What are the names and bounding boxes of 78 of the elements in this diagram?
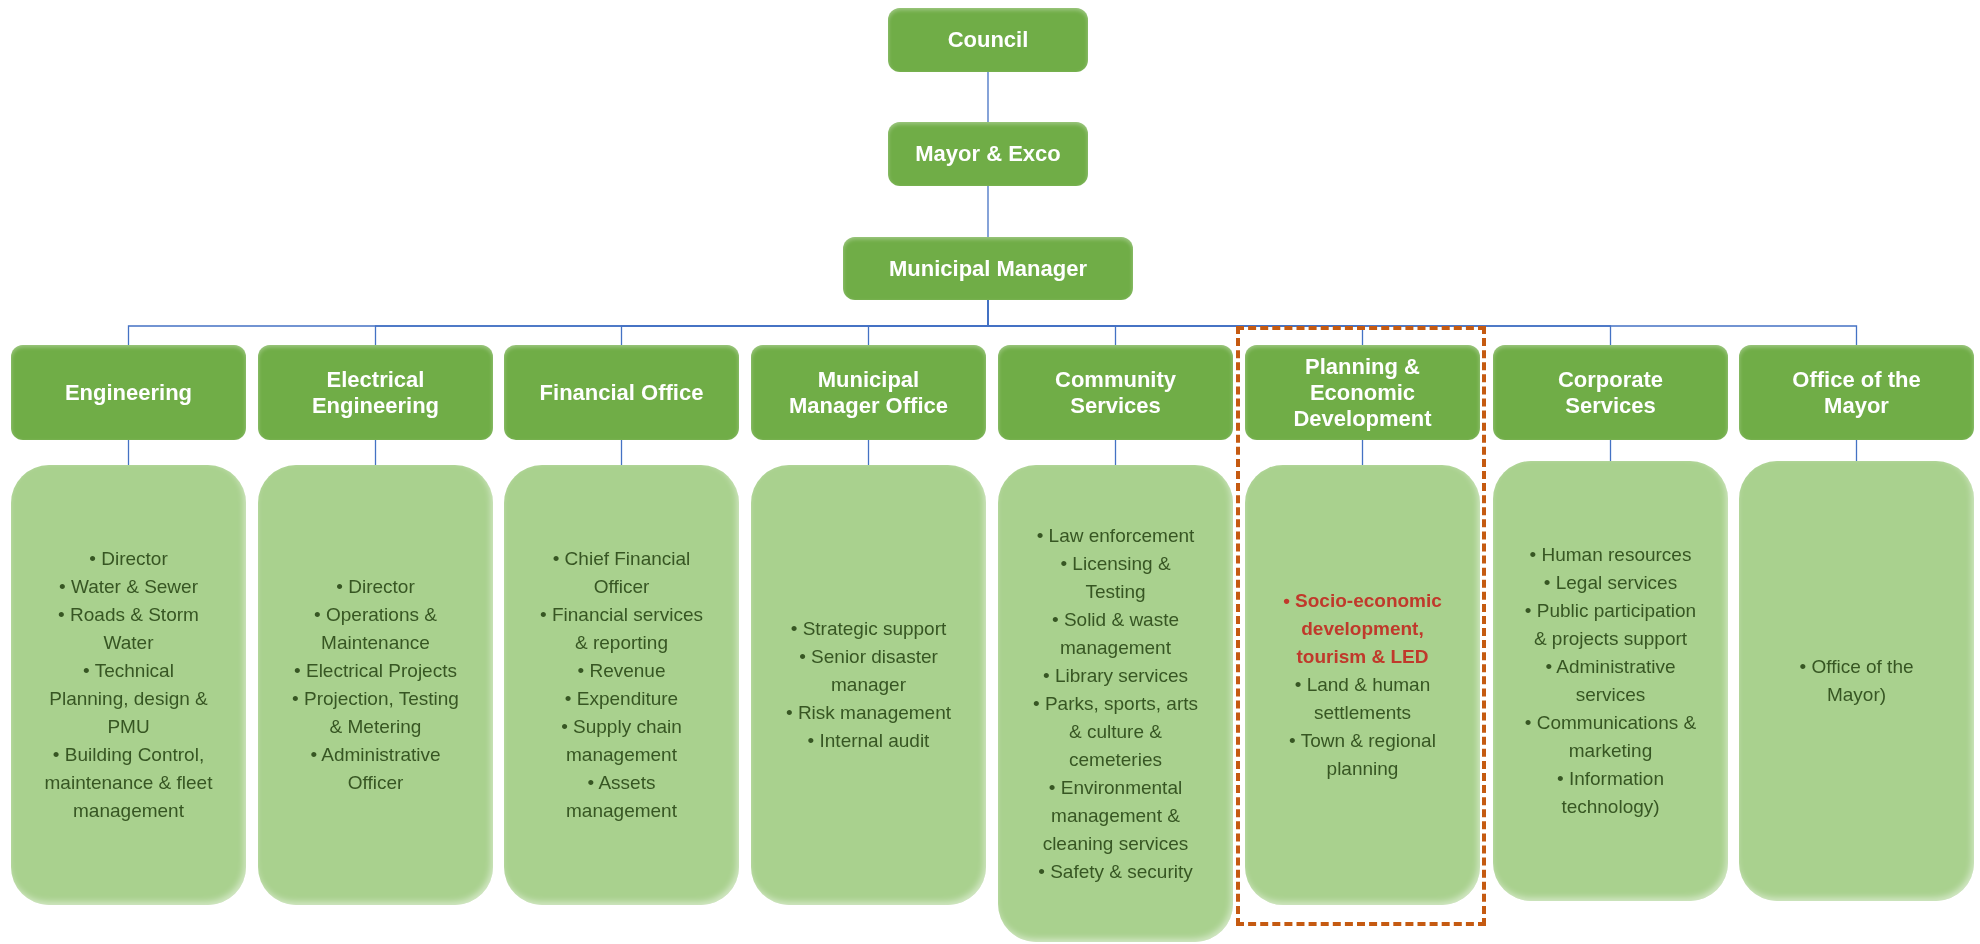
connector-line xyxy=(620,439,623,466)
connector-line xyxy=(987,185,989,238)
connector-line xyxy=(867,439,870,466)
duty-item: • Human resources xyxy=(1528,543,1693,567)
duty-item: • Expenditure xyxy=(563,687,680,711)
connector-line xyxy=(1114,439,1117,466)
duty-item: • Director xyxy=(335,575,416,599)
connector-line xyxy=(374,439,377,466)
department-title: Electrical Engineering xyxy=(310,366,441,419)
duty-item: • Administrative services xyxy=(1544,655,1677,707)
duty-item: • Information technology) xyxy=(1556,767,1665,819)
duties-card xyxy=(1739,461,1974,901)
department-title: Community Services xyxy=(1054,366,1177,419)
department-title: Financial Office xyxy=(539,379,704,406)
duty-item: • Building Control, maintenance & fleet management xyxy=(43,743,214,823)
connector-line xyxy=(987,71,989,123)
department-box xyxy=(998,345,1233,440)
duty-item: • Solid & waste management xyxy=(1050,607,1180,660)
duties-card xyxy=(11,465,246,905)
department-box xyxy=(888,122,1088,186)
department-title: Municipal Manager Office xyxy=(788,366,949,419)
duty-item: • Senior disaster manager xyxy=(798,645,939,697)
duty-item: • Operations & Maintenance xyxy=(313,603,438,655)
department-box xyxy=(1493,345,1728,440)
duties-card xyxy=(504,465,739,905)
duty-item: • Licensing & Testing xyxy=(1059,551,1172,604)
duty-item: • Parks, sports, arts & culture & cemeteries xyxy=(1032,691,1199,772)
duty-item: • Chief Financial Officer xyxy=(551,547,692,599)
duty-item: • Office of the Mayor) xyxy=(1798,655,1915,707)
department-title: Engineering xyxy=(64,379,193,406)
duty-item: • Public participation & projects support xyxy=(1523,599,1698,651)
duty-item: • Communications & marketing xyxy=(1523,711,1698,763)
department-box xyxy=(11,345,246,440)
duty-item: • Assets management xyxy=(565,771,678,823)
department-title: Corporate Services xyxy=(1556,366,1665,419)
duty-item: • Water & Sewer xyxy=(58,575,199,599)
department-box xyxy=(843,237,1133,300)
department-title: Mayor & Exco xyxy=(915,141,1061,167)
department-box xyxy=(751,345,986,440)
duty-item: • Supply chain management xyxy=(560,715,683,767)
duties-card xyxy=(258,465,493,905)
department-box xyxy=(504,345,739,440)
duty-item: • Administrative Officer xyxy=(309,743,442,795)
duty-item: • Strategic support xyxy=(789,617,948,641)
connector-line xyxy=(1361,439,1364,466)
duty-item: • Projection, Testing & Metering xyxy=(291,687,460,739)
duties-card xyxy=(1245,465,1480,905)
department-box xyxy=(1739,345,1974,440)
duty-item: • Town & regional planning xyxy=(1288,729,1437,781)
department-box xyxy=(1245,345,1480,440)
connector-line xyxy=(1855,439,1858,462)
department-title: Planning & Economic Development xyxy=(1292,353,1433,432)
duty-item: • Revenue xyxy=(576,659,667,683)
duty-item: • Director xyxy=(88,547,169,571)
connector-line xyxy=(1609,439,1612,462)
duties-card xyxy=(998,465,1233,942)
duty-item: • Environmental management & cleaning services xyxy=(1041,775,1190,856)
duty-item: • Financial services & reporting xyxy=(539,603,704,655)
duty-item: • Electrical Projects xyxy=(293,659,458,683)
duty-item: • Library services xyxy=(1042,663,1189,688)
duty-item: • Land & human settlements xyxy=(1293,673,1432,725)
duty-item: • Law enforcement xyxy=(1035,523,1196,548)
highlight-frame xyxy=(1236,326,1486,926)
duty-item: • Socio-economic development, tourism & LED xyxy=(1282,589,1443,669)
department-title: Council xyxy=(947,27,1029,53)
department-box xyxy=(888,8,1088,72)
duty-item: • Safety & security xyxy=(1037,859,1194,884)
duties-card xyxy=(751,465,986,905)
duty-item: • Internal audit xyxy=(806,729,931,753)
department-title: Office of the Mayor xyxy=(1791,366,1922,419)
duty-item: • Roads & Storm Water xyxy=(57,603,200,655)
duty-item: • Legal services xyxy=(1542,571,1679,595)
duty-item: • Risk management xyxy=(784,701,953,725)
connector-line xyxy=(127,439,130,466)
duty-item: • Technical Planning, design & PMU xyxy=(48,659,209,739)
department-title: Municipal Manager xyxy=(888,255,1087,282)
department-box xyxy=(258,345,493,440)
duties-card xyxy=(1493,461,1728,901)
